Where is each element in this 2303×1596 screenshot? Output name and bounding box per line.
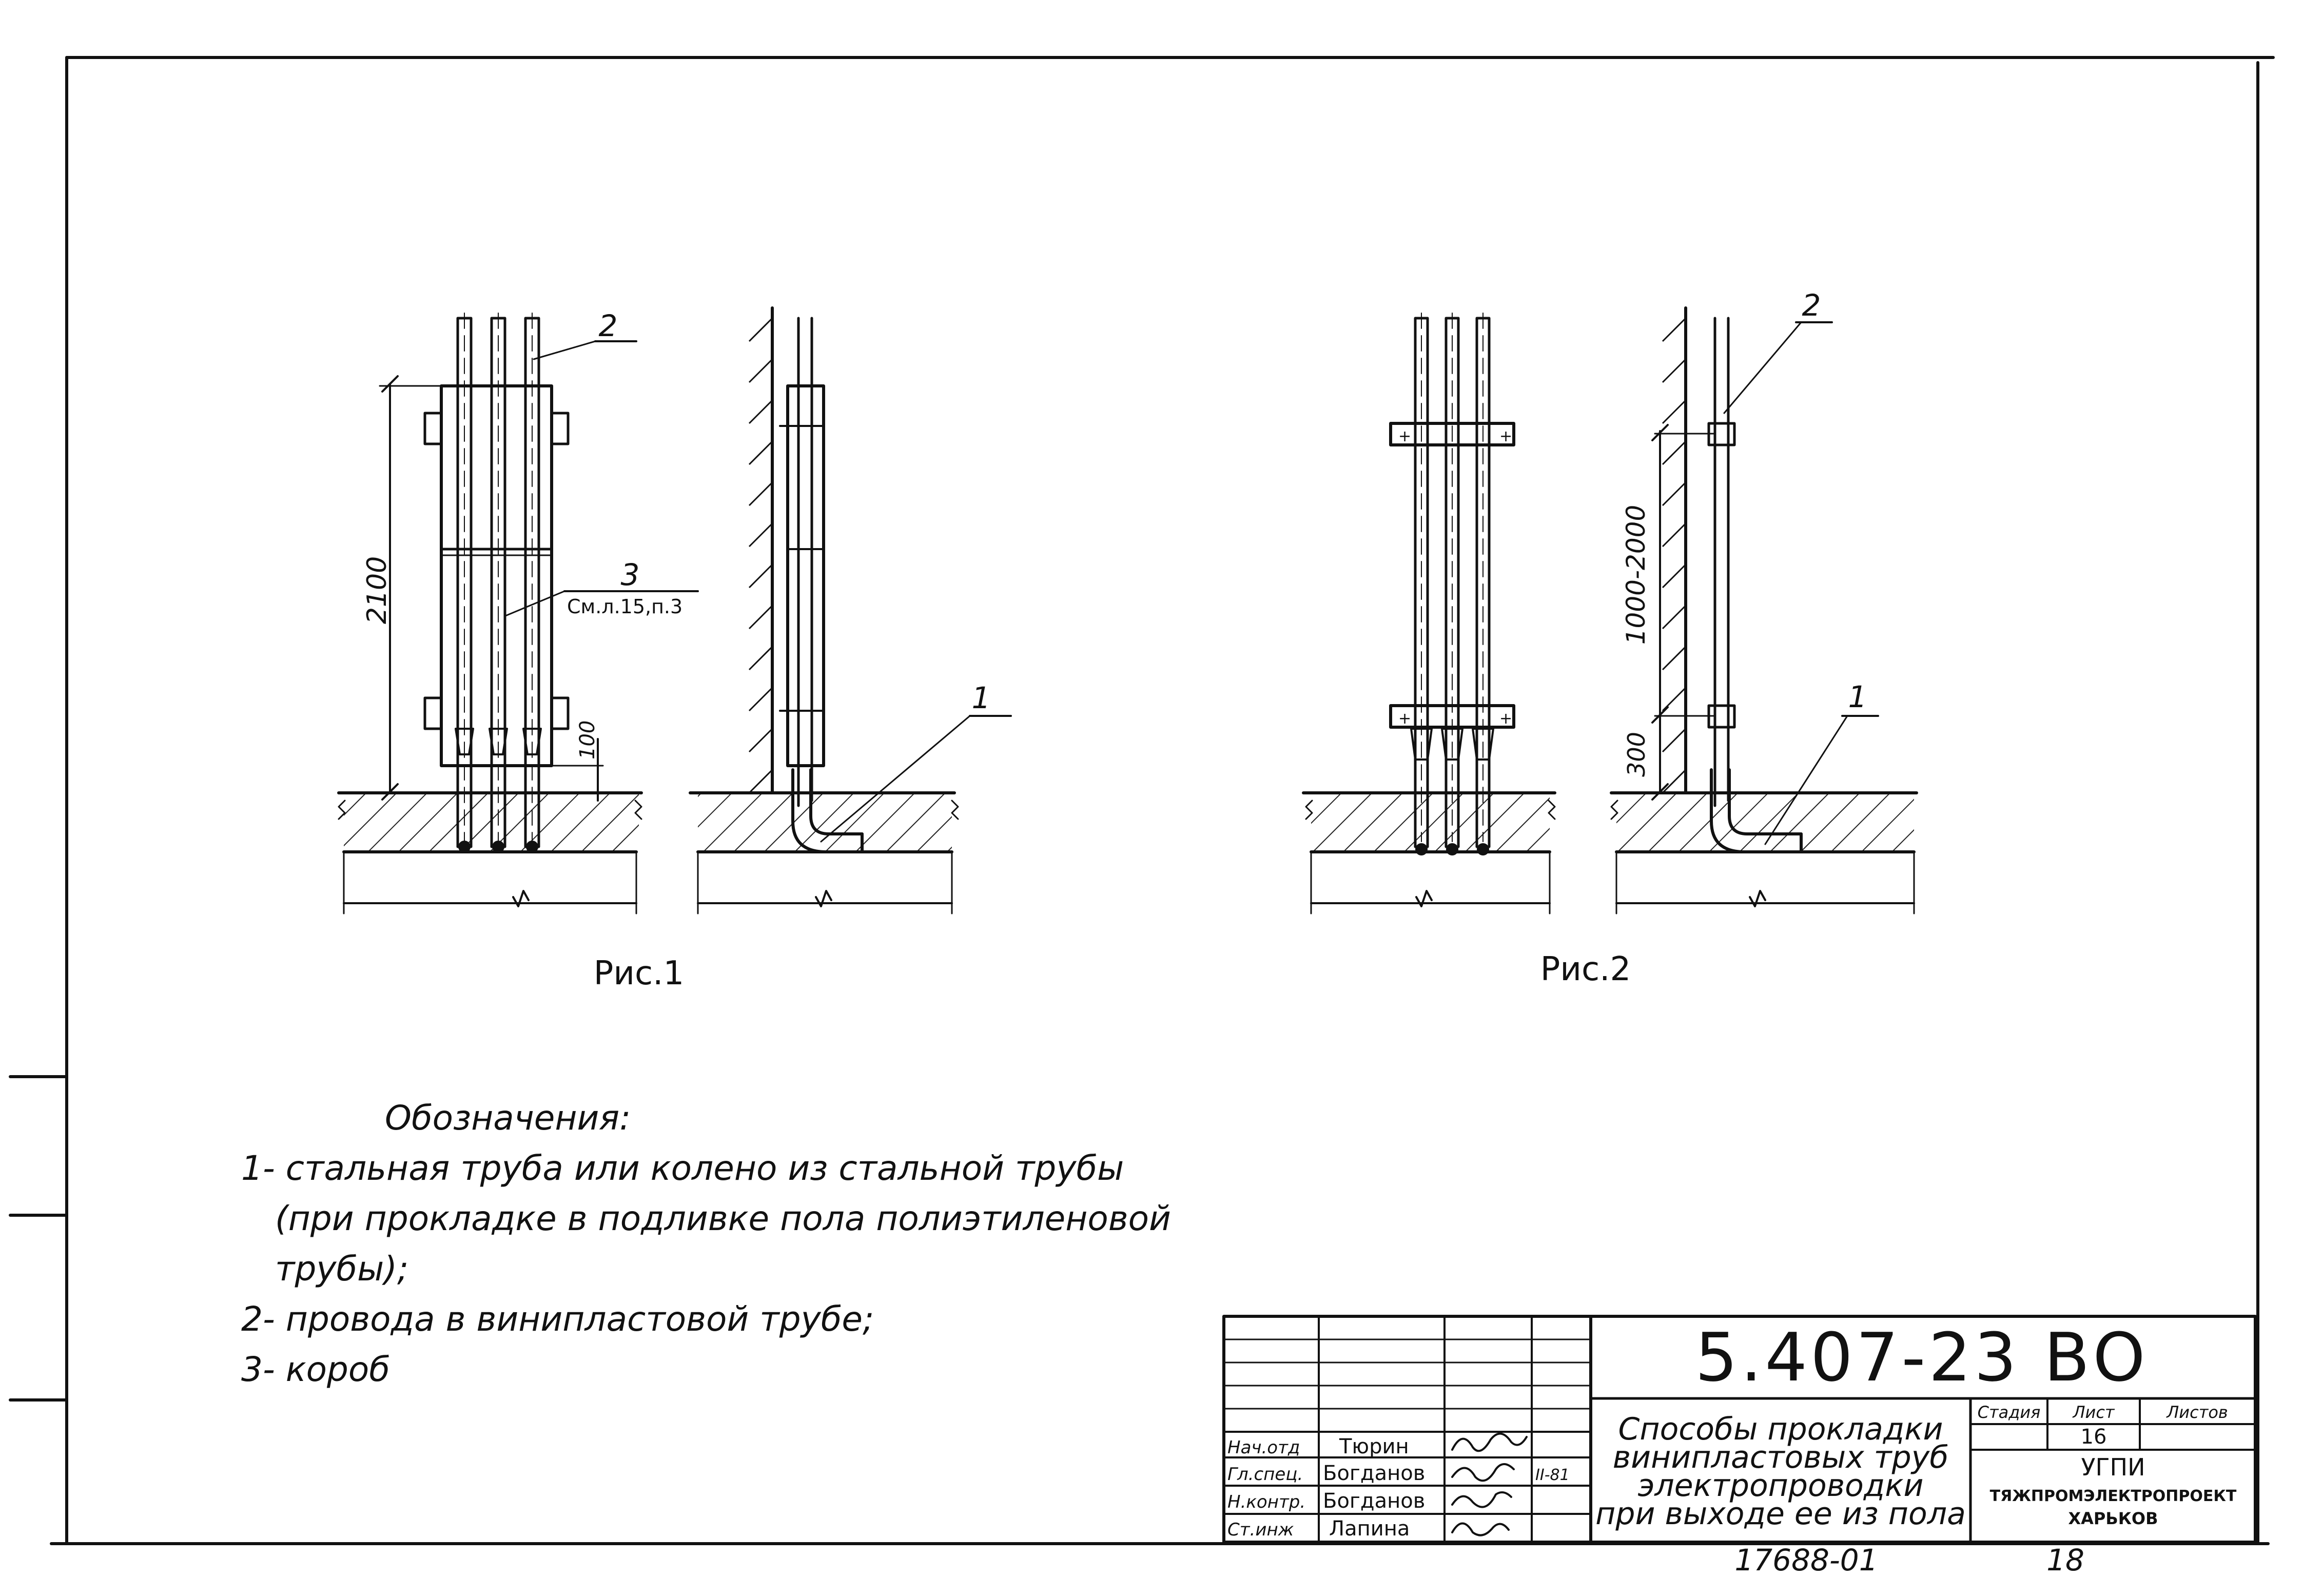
svg-text:+: + [1499, 427, 1512, 445]
fig2-side-view: 1000-2000 300 2 1 [1610, 288, 1918, 914]
title-line-4: при выходе ее из пола [1595, 1496, 1966, 1532]
title-line-3: электропроводки [1638, 1468, 1924, 1504]
col-stage: Стадия [1978, 1403, 2041, 1422]
legend-item-1-line-2: (при прокладке в подливке пола полиэтиле… [275, 1199, 1171, 1238]
svg-text:+: + [1499, 710, 1512, 728]
fig1-callout-2: 2 [599, 308, 618, 343]
fig2-dim-bottom: 300 [1623, 732, 1650, 777]
title-line-2: винипластовых труб [1613, 1439, 1948, 1475]
title-line-1: Способы прокладки [1618, 1411, 1943, 1447]
fig2-dim-height: 1000-2000 [1621, 505, 1651, 645]
fig1-side-view: 1 [689, 306, 1012, 914]
fig2-front-pipes [1410, 313, 1494, 855]
legend-item-1-line-3: трубы); [275, 1249, 409, 1289]
fig2-side-floor [1616, 793, 1914, 852]
footer-number: 17688-01 [1734, 1543, 1878, 1578]
fig1-dim-height: 2100 [362, 556, 393, 624]
date-note: II-81 [1535, 1466, 1570, 1484]
legend-item-3: 3- короб [241, 1350, 391, 1389]
legend-item-2: 2- провода в винипластовой трубе; [241, 1299, 874, 1339]
legend-item-1-line-1: 1- стальная труба или колено из стальной… [241, 1149, 1124, 1188]
svg-text:+: + [1398, 427, 1411, 445]
role-head-dept: Нач.отд [1227, 1437, 1300, 1458]
name-4: Лапина [1329, 1517, 1410, 1541]
fig1-callout-3: 3 [621, 557, 640, 592]
signature-3 [1451, 1491, 1512, 1508]
org-line-2: ТЯЖПРОМЭЛЕКТРОПРОЕКТ [1990, 1487, 2237, 1505]
signature-1 [1451, 1432, 1528, 1452]
title-block: Нач.отд Гл.спец. Н.контр. Ст.инж Тюрин Б… [1222, 1315, 2257, 1544]
fig2-callout-1: 1 [1848, 679, 1867, 714]
legend: Обозначения: 1- стальная труба или колен… [241, 1093, 1216, 1395]
fig1-front-view: 2100 100 2 3 См.л.15,п.3 [337, 308, 699, 914]
fig1-caption: Рис.1 [594, 955, 684, 992]
col-sheets: Листов [2166, 1403, 2228, 1422]
fig1-front-pipes [455, 313, 542, 853]
name-3: Богданов [1323, 1489, 1425, 1513]
fig1-callout-1: 1 [972, 680, 991, 715]
fig2-front-floor [1311, 793, 1550, 852]
fig2-caption: Рис.2 [1540, 950, 1631, 988]
role-chief-spec: Гл.спец. [1227, 1464, 1303, 1485]
name-2: Богданов [1323, 1462, 1425, 1485]
fig1-duct-box [440, 384, 553, 767]
drawing-code: 5.407-23 ВО [1695, 1318, 2148, 1396]
fig2-front-view: + + + + [1302, 313, 1556, 914]
footer-page: 18 [2046, 1543, 2084, 1578]
col-sheet: Лист [2072, 1403, 2115, 1422]
sheet-number: 16 [2081, 1425, 2107, 1449]
signature-4 [1451, 1522, 1510, 1536]
org-line-3: ХАРЬКОВ [2068, 1509, 2158, 1528]
signature-2 [1451, 1463, 1515, 1482]
role-norm-control: Н.контр. [1227, 1492, 1305, 1512]
name-1: Тюрин [1339, 1435, 1409, 1458]
legend-title: Обозначения: [385, 1098, 631, 1138]
role-senior-eng: Ст.инж [1227, 1520, 1294, 1540]
fig1-dim-bottom: 100 [576, 721, 599, 760]
svg-text:+: + [1398, 710, 1411, 728]
org-line-1: УГПИ [2081, 1453, 2145, 1481]
fig1-side-floor [698, 793, 952, 852]
fig2-callout-2: 2 [1802, 288, 1821, 323]
fig1-callout-3-ref: См.л.15,п.3 [567, 595, 682, 618]
